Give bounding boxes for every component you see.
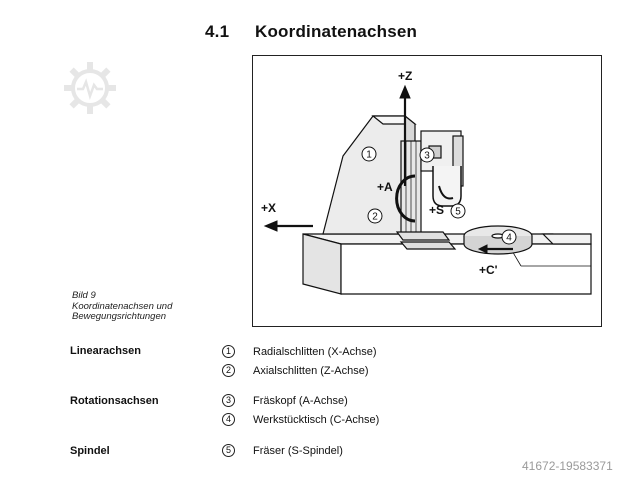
legend-item-3: Fräskopf (A-Achse) bbox=[253, 395, 348, 407]
category-linear: Linearachsen bbox=[70, 345, 141, 357]
label-z: +Z bbox=[398, 69, 412, 83]
marker-4-label: 4 bbox=[506, 233, 512, 244]
marker-1 bbox=[361, 146, 377, 162]
category-spindle: Spindel bbox=[70, 445, 110, 457]
legend-num-3: 3 bbox=[222, 394, 235, 407]
caption-line-2: Koordinatenachsen und bbox=[72, 300, 173, 312]
base-front bbox=[340, 243, 592, 295]
legend-num-5: 5 bbox=[222, 444, 235, 457]
legend-item-1: Radialschlitten (X-Achse) bbox=[253, 346, 377, 358]
marker-4 bbox=[501, 229, 517, 245]
category-rotation: Rotationsachsen bbox=[70, 395, 159, 407]
caption-line-3: Bewegungsrichtungen bbox=[72, 311, 167, 322]
section-number: 4.1 bbox=[205, 22, 230, 41]
label-c: +C' bbox=[479, 263, 498, 277]
legend-num-1: 1 bbox=[222, 345, 235, 358]
label-s: +S bbox=[429, 203, 444, 217]
marker-5-label: 5 bbox=[455, 207, 461, 218]
watermark-id: 41672-19583371 bbox=[522, 459, 613, 473]
caption-line-1: Bild 9 bbox=[72, 290, 96, 301]
legend-item-2: Axialschlitten (Z-Achse) bbox=[253, 365, 369, 377]
machine-figure: +Z +X +A +S +C' 1 2 3 4 5 bbox=[252, 55, 602, 327]
label-x: +X bbox=[261, 201, 276, 215]
label-a: +A bbox=[377, 180, 393, 194]
figure-caption: Bild 9 Koordinatenachsen und Bewegungsri… bbox=[72, 290, 173, 323]
marker-1-label: 1 bbox=[366, 150, 372, 161]
marker-2-label: 2 bbox=[372, 212, 378, 223]
legend-item-5: Fräser (S-Spindel) bbox=[253, 445, 343, 457]
watermark-gear-icon bbox=[60, 58, 120, 123]
legend-num-4: 4 bbox=[222, 413, 235, 426]
marker-3-label: 3 bbox=[424, 151, 430, 162]
legend-item-4: Werkstücktisch (C-Achse) bbox=[253, 414, 380, 426]
marker-2 bbox=[367, 208, 383, 224]
section-title: Koordinatenachsen bbox=[255, 22, 418, 41]
legend-num-2: 2 bbox=[222, 364, 235, 377]
marker-3 bbox=[419, 147, 435, 163]
marker-5 bbox=[450, 203, 466, 219]
machine-drawing: +Z +X +A +S +C' 1 2 3 4 5 bbox=[261, 69, 592, 295]
base-side bbox=[302, 233, 342, 295]
column-side bbox=[322, 115, 406, 235]
